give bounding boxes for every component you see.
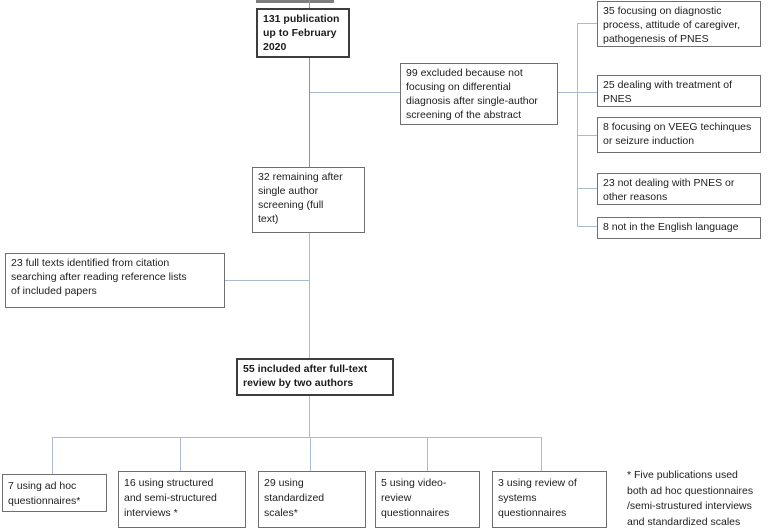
flow-box-method-video-5: 5 using video- review questionnaires [375,471,480,528]
flow-box-reason-veeg-8: 8 focusing on VEEG techinques or seizure… [597,117,761,153]
connector-drop-method-1 [52,437,53,474]
connector-bracket-branch-2 [577,92,597,93]
connector-drop-method-4 [427,437,428,471]
flow-box-reason-not-pnes-23: 23 not dealing with PNES or other reason… [597,173,761,205]
connector-branch-excluded [310,92,400,93]
flow-box-method-scales-29: 29 using standardized scales* [258,471,366,528]
flow-box-method-systems-3: 3 using review of systems questionnaires [492,471,607,528]
connector-drop-method-5 [541,437,542,471]
flow-box-included-55: 55 included after full-text review by tw… [236,358,394,396]
connector-distributor [52,437,541,438]
connector-top-stub [309,0,310,8]
flow-box-publications-131: 131 publication up to February 2020 [256,8,350,58]
flow-box-citation-23: 23 full texts identified from citation s… [5,253,225,308]
flow-box-reason-diagnostic-35: 35 focusing on diagnostic process, attit… [597,1,761,47]
flow-box-excluded-99: 99 excluded because not focusing on diff… [400,63,558,125]
connector-trunk-middle [309,233,310,358]
flow-box-method-adhoc-7: 7 using ad hoc questionnaires* [2,474,107,512]
flow-box-method-interviews-16: 16 using structured and semi-structured … [118,471,246,528]
connector-drop-method-3 [310,437,311,471]
connector-excluded-to-bracket [558,92,577,93]
flow-box-reason-treatment-25: 25 dealing with treatment of PNES [597,75,761,107]
connector-trunk-upper [309,57,310,167]
connector-bracket-branch-1 [577,23,597,24]
footnote: * Five publications used both ad hoc que… [627,469,754,528]
connector-bracket-vertical [577,23,578,227]
connector-bracket-branch-3 [577,135,597,136]
connector-bracket-branch-5 [577,226,597,227]
cropped-artifact-bar [256,0,334,3]
connector-bracket-branch-4 [577,188,597,189]
connector-branch-citation [225,280,309,281]
flow-box-reason-language-8: 8 not in the English language [597,217,761,239]
connector-drop-method-2 [180,437,181,471]
connector-trunk-lower [309,396,310,437]
flow-box-remaining-32: 32 remaining after single author screeni… [252,167,365,233]
